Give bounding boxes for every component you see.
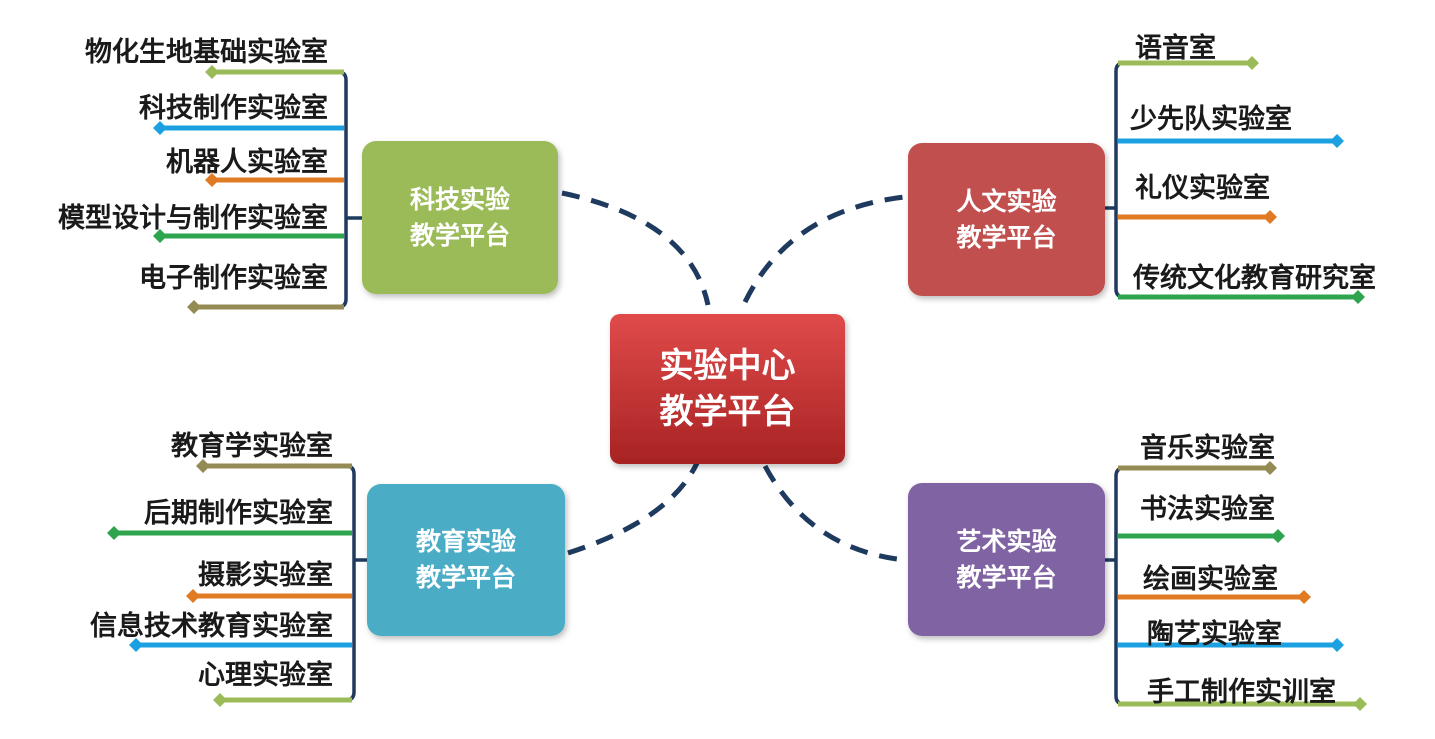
lab-line-diamond bbox=[1351, 290, 1365, 304]
lab-line-diamond bbox=[187, 300, 201, 314]
center-box bbox=[610, 314, 845, 464]
humanities-platform-box bbox=[908, 143, 1105, 296]
center-line-2: 教学平台 bbox=[659, 392, 796, 432]
lab-line-diamond bbox=[213, 693, 227, 707]
lab-label: 科技制作实验室 bbox=[139, 93, 328, 124]
lab-line bbox=[1118, 134, 1344, 148]
lab-line bbox=[1118, 461, 1277, 475]
lab-label: 物化生地基础实验室 bbox=[85, 37, 328, 68]
lab-line bbox=[213, 693, 352, 707]
humanities-platform-title: 人文实验 教学平台 bbox=[908, 143, 1105, 296]
lab-line bbox=[205, 173, 344, 187]
lab-line-diamond bbox=[1263, 210, 1277, 224]
lab-line bbox=[1118, 590, 1311, 604]
connector-humanities bbox=[742, 194, 906, 304]
lab-line-diamond bbox=[1330, 134, 1344, 148]
lab-line bbox=[1118, 638, 1344, 652]
art-platform-box bbox=[908, 483, 1105, 636]
lab-line-diamond bbox=[129, 638, 143, 652]
lab-label: 手工制作实训室 bbox=[1147, 677, 1336, 708]
art-line-2: 教学平台 bbox=[956, 562, 1057, 592]
tech-platform-box bbox=[362, 141, 558, 294]
lab-line-diamond bbox=[1245, 56, 1259, 70]
education-platform-title: 教育实验 教学平台 bbox=[367, 484, 565, 636]
lab-label: 模型设计与制作实验室 bbox=[58, 203, 328, 234]
education-platform-box bbox=[367, 484, 565, 636]
humanities-line-1: 人文实验 bbox=[956, 186, 1057, 216]
tech-line-2: 教学平台 bbox=[409, 220, 510, 250]
lab-label: 陶艺实验室 bbox=[1147, 619, 1282, 650]
lab-label: 语音室 bbox=[1135, 33, 1216, 64]
lab-line-diamond bbox=[205, 173, 219, 187]
lab-line bbox=[107, 526, 352, 540]
lab-line bbox=[1118, 210, 1277, 224]
lab-label: 音乐实验室 bbox=[1140, 433, 1275, 464]
art-line-1: 艺术实验 bbox=[956, 526, 1057, 556]
lab-line bbox=[153, 121, 344, 135]
connector-education bbox=[567, 461, 700, 556]
education-bracket bbox=[344, 464, 369, 702]
lab-label: 后期制作实验室 bbox=[144, 498, 333, 529]
lab-line bbox=[186, 589, 352, 603]
tech-bracket bbox=[336, 70, 364, 309]
lab-label: 电子制作实验室 bbox=[139, 263, 328, 294]
lab-line bbox=[1118, 56, 1259, 70]
lab-line bbox=[129, 638, 352, 652]
lab-line bbox=[1118, 290, 1365, 304]
connector-art bbox=[762, 464, 906, 563]
tech-line-1: 科技实验 bbox=[409, 184, 510, 214]
lab-line-diamond bbox=[205, 65, 219, 79]
lab-line bbox=[205, 65, 344, 79]
center-title: 实验中心 教学平台 bbox=[610, 314, 845, 464]
lab-label: 心理实验室 bbox=[198, 660, 333, 691]
lab-line-diamond bbox=[153, 121, 167, 135]
lab-line-diamond bbox=[1330, 638, 1344, 652]
lab-line-diamond bbox=[1271, 529, 1285, 543]
lab-line bbox=[1118, 529, 1285, 543]
lab-line-diamond bbox=[153, 229, 167, 243]
lab-label: 教育学实验室 bbox=[171, 431, 333, 462]
lab-line-diamond bbox=[196, 459, 210, 473]
lab-line bbox=[1118, 697, 1367, 711]
center-line-1: 实验中心 bbox=[659, 346, 796, 386]
education-line-1: 教育实验 bbox=[415, 527, 516, 556]
lab-label: 少先队实验室 bbox=[1130, 104, 1292, 135]
connector-tech bbox=[561, 190, 711, 306]
lab-label: 机器人实验室 bbox=[166, 147, 328, 178]
art-platform-title: 艺术实验 教学平台 bbox=[908, 483, 1105, 636]
lab-line bbox=[187, 300, 344, 314]
lab-label: 礼仪实验室 bbox=[1135, 173, 1270, 204]
lab-label: 传统文化教育研究室 bbox=[1133, 263, 1376, 294]
lab-line bbox=[153, 229, 344, 243]
humanities-bracket bbox=[1103, 61, 1126, 299]
humanities-line-2: 教学平台 bbox=[956, 222, 1057, 252]
lab-label: 摄影实验室 bbox=[198, 560, 333, 591]
lab-label: 绘画实验室 bbox=[1143, 564, 1278, 595]
lab-label: 信息技术教育实验室 bbox=[90, 611, 333, 642]
education-line-2: 教学平台 bbox=[415, 563, 516, 592]
lab-line-diamond bbox=[1353, 697, 1367, 711]
lab-line-diamond bbox=[107, 526, 121, 540]
lab-label: 书法实验室 bbox=[1140, 494, 1275, 525]
tech-platform-title: 科技实验 教学平台 bbox=[362, 141, 558, 294]
lab-line-diamond bbox=[186, 589, 200, 603]
art-bracket bbox=[1103, 466, 1126, 706]
lab-line bbox=[196, 459, 352, 473]
lab-line-diamond bbox=[1297, 590, 1311, 604]
lab-line-diamond bbox=[1263, 461, 1277, 475]
